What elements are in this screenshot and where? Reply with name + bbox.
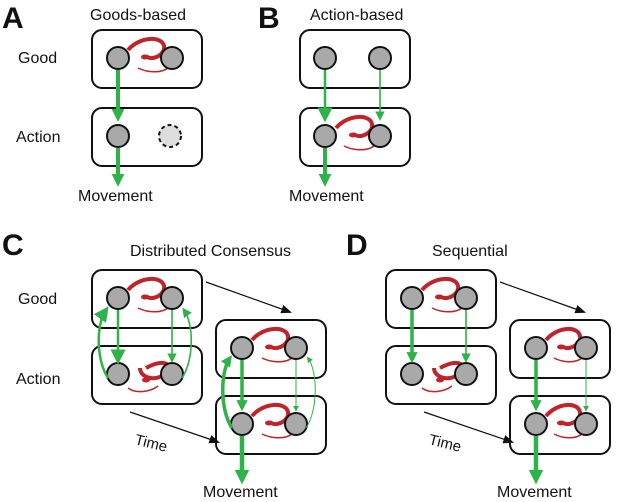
inhibitory-synapse xyxy=(349,132,357,138)
panel-d-time-label: Time xyxy=(427,431,463,455)
panel-a-action-label: Action xyxy=(16,129,60,146)
action-node-2 xyxy=(454,362,478,386)
action-node-2 xyxy=(574,412,598,436)
action-layer-box xyxy=(299,107,411,167)
inhibitory-connection xyxy=(334,115,375,139)
weak-inhibitory-connection xyxy=(553,357,583,363)
panel-c-time-label: Time xyxy=(133,431,169,455)
action-node-2 xyxy=(284,412,308,436)
good-layer-box-later xyxy=(509,319,611,379)
panel-a: A Goods-based Good Action Movement xyxy=(2,2,203,205)
panel-c: C Distributed Consensus Good Action Time xyxy=(2,229,327,501)
panel-c-movement-label: Movement xyxy=(203,484,278,501)
action-layer-box xyxy=(91,345,203,405)
weak-inhibitory-connection xyxy=(137,307,169,313)
good-node-2 xyxy=(160,286,184,310)
panel-b-title: Action-based xyxy=(310,7,403,24)
inhibitory-connection xyxy=(544,327,583,351)
good-node-2 xyxy=(284,336,308,360)
weak-inhibitory-connection xyxy=(553,433,583,439)
good-node-2 xyxy=(368,46,392,70)
panel-c-title: Distributed Consensus xyxy=(130,243,291,260)
inhibitory-connection xyxy=(250,327,291,351)
panel-c-action-label: Action xyxy=(16,371,60,388)
panel-d-movement-label: Movement xyxy=(497,484,572,501)
good-node-1 xyxy=(230,336,254,360)
action-node-1 xyxy=(313,124,337,148)
panel-a-letter: A xyxy=(2,2,24,35)
inhibitory-synapse xyxy=(265,344,273,350)
good-node-2 xyxy=(574,336,598,360)
inhibitory-connection xyxy=(250,403,291,427)
inhibitory-synapse xyxy=(142,377,150,383)
time-arrow-upper xyxy=(499,281,587,314)
panel-d-letter: D xyxy=(346,229,368,262)
panel-a-movement-label: Movement xyxy=(78,188,153,205)
good-node-2 xyxy=(454,286,478,310)
good-layer-box xyxy=(385,269,497,329)
action-node-1 xyxy=(524,412,548,436)
inhibitory-synapse xyxy=(141,54,149,60)
action-node-1 xyxy=(106,124,130,148)
action-layer-box-later xyxy=(215,395,327,455)
action-node-1 xyxy=(400,362,424,386)
panel-b: B Action-based Movement xyxy=(258,2,411,205)
panel-d-title: Sequential xyxy=(432,243,508,260)
inhibitory-synapse xyxy=(435,294,443,300)
inhibitory-synapse xyxy=(141,294,149,300)
weak-inhibitory-connection xyxy=(431,307,463,313)
inhibitory-synapse xyxy=(265,420,273,426)
inhibitory-synapse xyxy=(557,420,565,426)
action-layer-box xyxy=(91,107,203,167)
inhibitory-synapse xyxy=(557,344,565,350)
good-layer-box-later xyxy=(215,319,327,379)
time-arrow-lower xyxy=(423,411,515,444)
good-node-1 xyxy=(524,336,548,360)
good-layer-box xyxy=(299,29,411,89)
weak-inhibitory-connection xyxy=(127,385,159,393)
inactive-action-node xyxy=(158,124,182,148)
action-node-2 xyxy=(160,362,184,386)
weak-inhibitory-connection xyxy=(137,67,169,73)
good-layer-box xyxy=(91,269,203,329)
feedback-arrow-up-1 xyxy=(220,355,234,429)
inhibitory-connection xyxy=(544,403,583,427)
feedback-arrow-up-1 xyxy=(93,306,110,379)
action-node-1 xyxy=(106,362,130,386)
good-node-1 xyxy=(106,286,130,310)
feedback-arrow-up-2 xyxy=(305,356,316,429)
weak-inhibitory-connection xyxy=(261,357,293,363)
panel-b-letter: B xyxy=(258,2,280,35)
panel-d: D Sequential Time M xyxy=(346,229,611,501)
panel-b-movement-label: Movement xyxy=(289,188,364,205)
panel-c-good-label: Good xyxy=(18,291,57,308)
good-node-1 xyxy=(313,46,337,70)
inhibitory-connection xyxy=(126,277,167,301)
feedback-arrow-up-2 xyxy=(181,307,193,379)
action-node-2 xyxy=(368,124,392,148)
good-node-2 xyxy=(160,46,184,70)
weak-inhibitory-connection xyxy=(343,145,375,151)
panel-a-good-label: Good xyxy=(18,50,57,67)
action-layer-box xyxy=(385,345,497,405)
panel-a-title: Goods-based xyxy=(90,7,186,24)
good-node-1 xyxy=(106,46,130,70)
inhibitory-connection xyxy=(420,277,461,301)
action-node-1 xyxy=(230,412,254,436)
action-layer-box-later xyxy=(509,395,611,455)
inhibitory-connection xyxy=(126,37,167,61)
good-node-1 xyxy=(400,286,424,310)
weak-inhibitory-connection xyxy=(421,385,453,393)
time-arrow-upper xyxy=(205,281,293,314)
weak-inhibitory-connection xyxy=(261,433,293,439)
good-layer-box xyxy=(91,29,203,89)
panel-c-letter: C xyxy=(2,229,24,262)
time-arrow-lower xyxy=(129,411,221,444)
inhibitory-synapse xyxy=(436,377,444,383)
